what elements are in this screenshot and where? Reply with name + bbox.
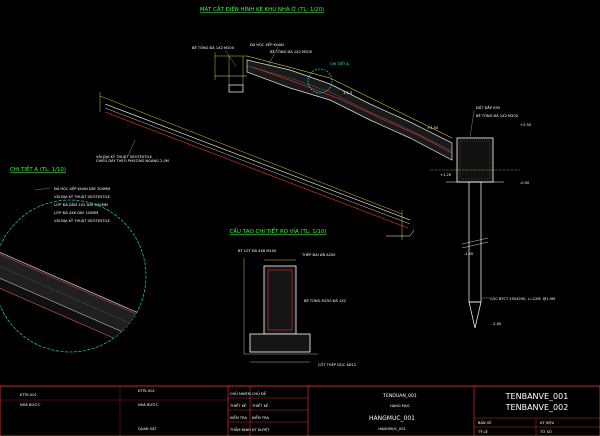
top-label-1: BÊ TÔNG ĐÁ 1X2 M200 (192, 45, 235, 50)
detail-a-label-4: LỚP ĐÁ 4X6 DÀY 100MM (54, 210, 98, 215)
tb-role-3: THẨM ĐỊNH (229, 427, 251, 432)
detail-a-drawing (0, 187, 147, 353)
wall-detail-label-4: CỐT THÉP DỌC 4Ø12 (318, 362, 356, 367)
left-label-2: CHIỀU DÀY THEO PHƯƠNG NGANG 2.0M (96, 158, 169, 163)
tb-bottom-2: TỶ LỆ (477, 429, 489, 434)
elev-6: -1.50 (464, 252, 474, 256)
tb-left-0-0: KTTK.001 (20, 393, 37, 397)
tb-item-name: HANGMUC_001 (369, 415, 415, 422)
tb-left-1-0: NHÀ BƯỚC (20, 402, 41, 407)
tb-item-code: HANGMUC_001 (378, 427, 406, 431)
elev-4: -0.50 (520, 181, 530, 185)
lower-slope-member (99, 92, 415, 240)
detail-a-label-5: VẢI ĐỊA KỸ THUẬT GEOTEXTILE (54, 218, 111, 223)
tb-project-code: TENDUAN_001 (382, 393, 417, 399)
detail-a-label-2: VẢI ĐỊA KỸ THUẬT GEOTEXTILE (54, 194, 111, 199)
wall-detail-label-2: THÉP ĐAI Ø6 A200 (301, 252, 336, 257)
tb-left-2-0: QUAN SÁT (138, 426, 157, 431)
wall-label-3: CỌC BTCT 250X250, L=12M, @1.5M (490, 297, 555, 301)
toe-wall (430, 137, 520, 329)
top-label-3: BÊ TÔNG ĐÁ 1X2 M200 (270, 49, 313, 54)
detail-a-label-3: LỚP ĐÁ DĂM 1X2 DÀY 100MM (54, 202, 108, 207)
tb-drawing-name-1: TENBANVE_001 (505, 392, 569, 401)
title-block (0, 385, 600, 436)
wall-detail-label-1: BT LÓT ĐÁ 4X6 M100 (238, 248, 277, 253)
elev-2: +2.50 (520, 123, 532, 127)
tb-name-3: KÝ DUYỆT (252, 427, 270, 432)
tb-bottom-3: TỜ SỐ (539, 429, 552, 434)
top-label-2: ĐÁ HỘC XẾP KHAN (250, 41, 284, 47)
main-section-title: MẶT CẮT ĐIỂN HÌNH KÈ KHU NHÀ Ở (TL: 1/20… (200, 5, 324, 13)
tb-bottom-1: KÝ HIỆU (540, 420, 555, 425)
elev-3: +1.20 (440, 173, 452, 177)
tb-role-2: KIỂM TRA (230, 415, 247, 420)
tb-project-sub: HẠNG MỤC (390, 404, 411, 408)
tb-name-2: KIỂM TRA (252, 415, 269, 420)
slope-marker: 1:1.5 (343, 91, 352, 95)
tb-name-1: THIẾT KẾ (251, 402, 269, 408)
wall-label-1: ĐẤT ĐẮP K95 (476, 105, 500, 110)
wall-detail-label-3: BÊ TÔNG M250 ĐÁ 1X2 (304, 298, 346, 303)
detail-a-title: CHI TIẾT A (TL: 1/10) (10, 165, 66, 173)
elev-5: -2.00 (492, 322, 502, 326)
wall-label-2: BÊ TÔNG ĐÁ 1X2 M200 (476, 113, 519, 118)
tb-role-0: CHỦ NHIỆM (230, 391, 251, 396)
tb-name-0: CHỦ ĐỀ (252, 391, 267, 396)
upper-slope-revetment: CHI TIẾT A 1:1.5 (214, 52, 453, 161)
detail-wall-drawing (243, 258, 318, 363)
left-label-1: VẢI ĐỊA KỸ THUẬT GEOTEXTILE (96, 154, 153, 159)
tb-role-1: THIẾT KẾ (229, 402, 247, 408)
detail-a-label-1: ĐÁ HỘC XẾP KHAN DÀY 300MM (54, 185, 110, 191)
elev-1: +3.50 (427, 126, 439, 130)
tb-drawing-name-2: TENBANVE_002 (505, 403, 569, 412)
detail-wall-title: CẤU TẠO CHI TIẾT RỌ VỈA (TL: 1/10) (230, 227, 327, 235)
tb-bottom-0: BẢN VẼ (478, 420, 492, 425)
tb-left-0-1: KTTK.002 (138, 389, 155, 393)
callout-a-label: CHI TIẾT A (330, 60, 349, 66)
tb-left-1-1: NHÀ BƯỚC (138, 402, 159, 407)
